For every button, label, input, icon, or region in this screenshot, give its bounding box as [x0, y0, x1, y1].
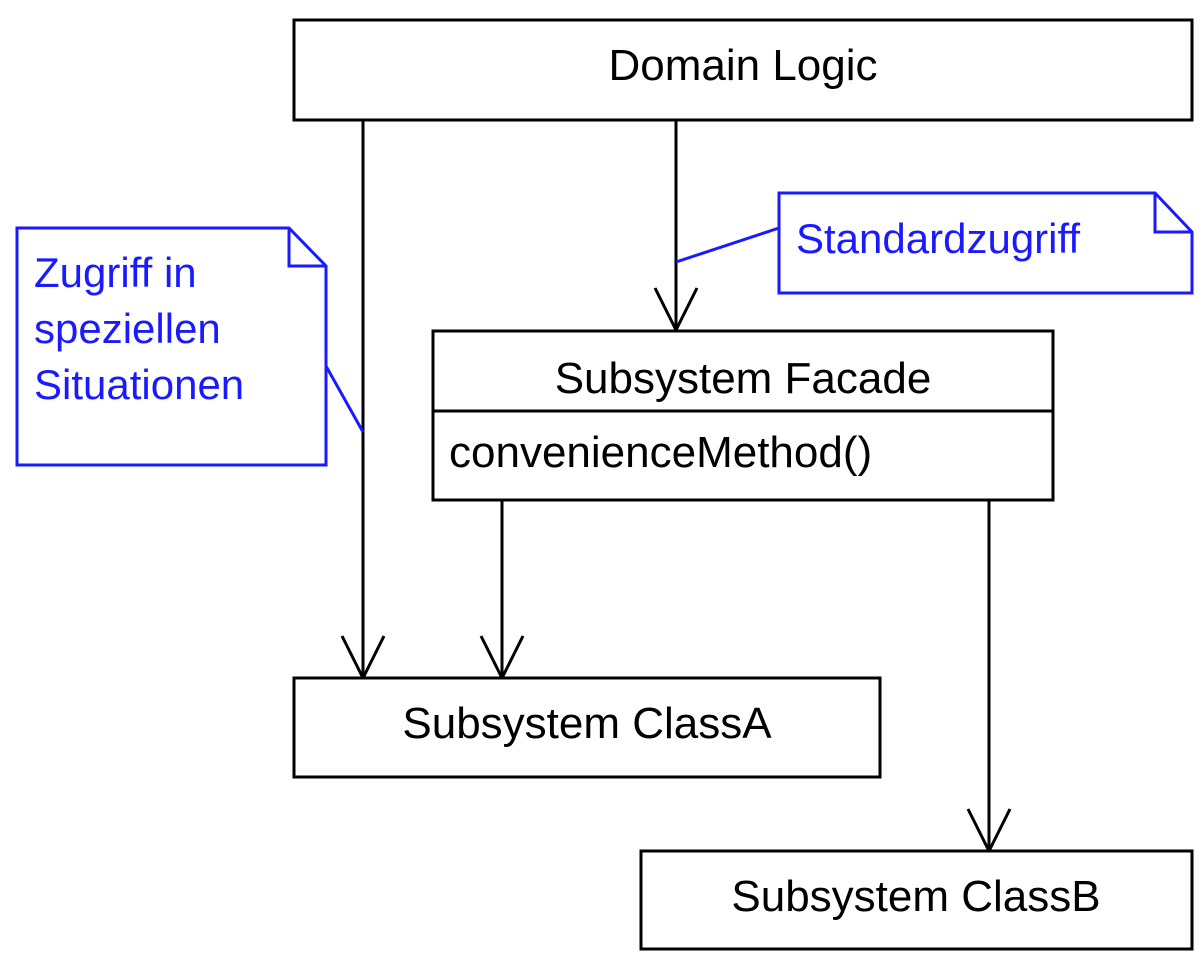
- note-standardzugriff-text: Standardzugriff: [796, 215, 1080, 262]
- facade-box: [431, 329, 1055, 502]
- edge-facade-to-classa: [479, 500, 525, 682]
- edge-domain-to-facade: [653, 120, 699, 334]
- note-shape: [777, 191, 1194, 295]
- note-fold-icon: [287, 228, 326, 268]
- note-fold-icon: [1153, 193, 1192, 234]
- edge-facade-to-classb: [966, 500, 1012, 855]
- note-special-line-2: speziellen: [34, 305, 221, 352]
- note-special-line-1: Zugriff in: [34, 249, 197, 296]
- class-a-node[interactable]: Subsystem ClassA: [292, 676, 882, 779]
- note-anchor-line: [324, 365, 365, 433]
- facade-method-label: convenienceMethod(): [449, 428, 872, 477]
- class-b-label: Subsystem ClassB: [731, 872, 1100, 921]
- class-b-node[interactable]: Subsystem ClassB: [639, 849, 1194, 951]
- class-b-box: [639, 849, 1194, 951]
- note-special-line-3: Situationen: [34, 361, 244, 408]
- note-special-access[interactable]: Zugriff in speziellen Situationen: [15, 226, 365, 467]
- class-a-box: [292, 676, 882, 779]
- facade-label: Subsystem Facade: [555, 354, 932, 403]
- facade-node[interactable]: Subsystem Facade convenienceMethod(): [431, 329, 1055, 502]
- note-anchor-line: [675, 226, 780, 264]
- edge-domain-to-classa: [340, 120, 386, 682]
- class-a-label: Subsystem ClassA: [402, 699, 772, 748]
- note-standardzugriff[interactable]: Standardzugriff: [675, 191, 1194, 295]
- domain-logic-box: [292, 18, 1194, 122]
- domain-logic-label: Domain Logic: [608, 41, 877, 90]
- note-shape: [15, 226, 328, 467]
- domain-logic-node[interactable]: Domain Logic: [292, 18, 1194, 122]
